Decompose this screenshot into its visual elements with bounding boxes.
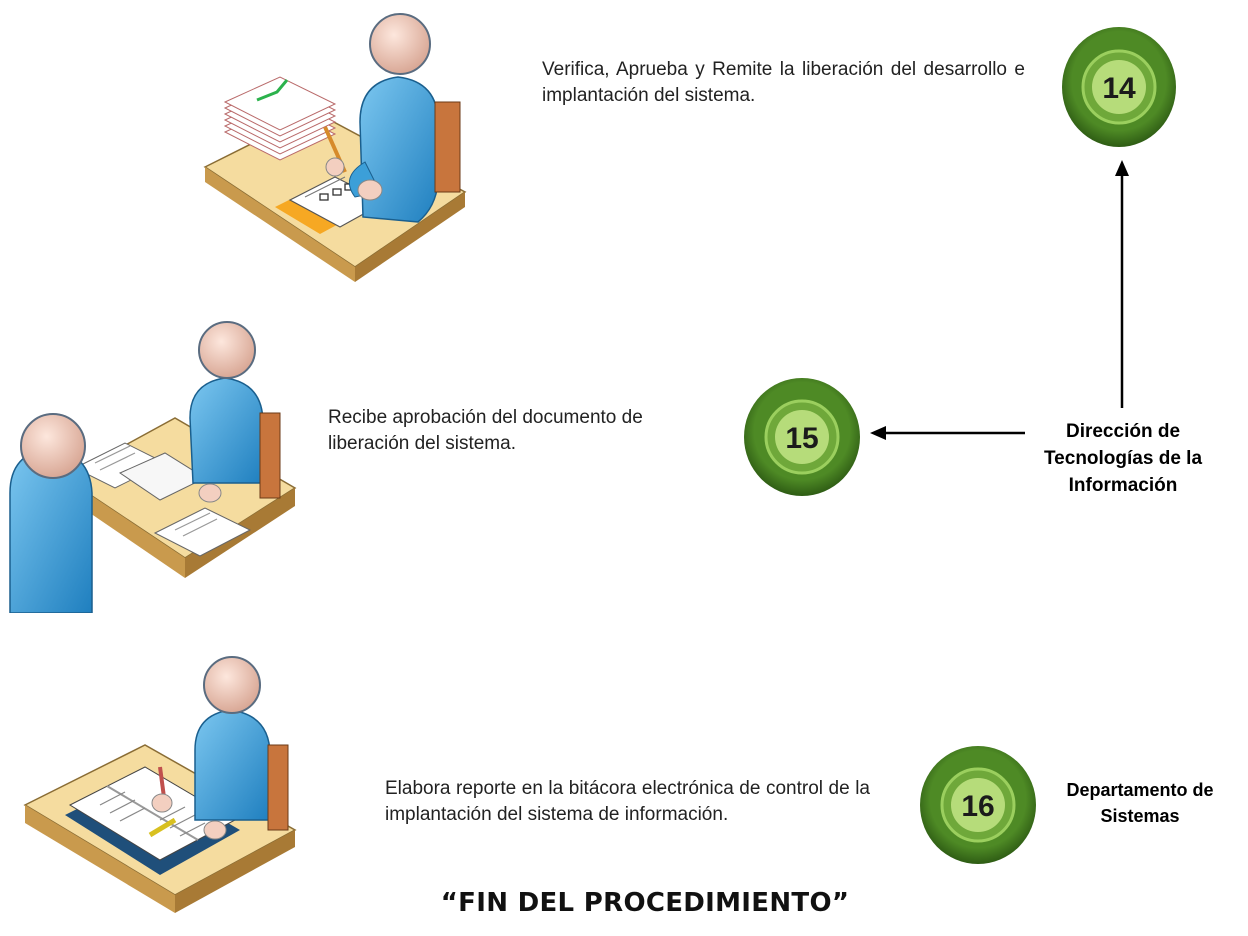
arrow-to-step-14 bbox=[1115, 160, 1129, 408]
step-16-number: 16 bbox=[961, 790, 994, 823]
step-15-description: Recibe aprobación del documento de liber… bbox=[328, 407, 643, 454]
actor-sistemas-label: Departamento de Sistemas bbox=[1066, 780, 1214, 826]
step-15-badge: 15 bbox=[744, 378, 860, 496]
end-of-procedure-title: “FIN DEL PROCEDIMIENTO” bbox=[440, 888, 850, 918]
step-16-badge: 16 bbox=[920, 746, 1036, 864]
step-15-number: 15 bbox=[785, 422, 818, 455]
step-14-badge: 14 bbox=[1062, 27, 1176, 147]
two-people-meeting-icon bbox=[9, 321, 297, 613]
arrow-to-step-15 bbox=[870, 426, 1025, 440]
step-14-number: 14 bbox=[1102, 72, 1136, 105]
person-writing-logbook-icon bbox=[23, 656, 297, 913]
step-16-description: Elabora reporte en la bitácora electróni… bbox=[385, 778, 870, 825]
actor-dti-label: Dirección de Tecnologías de la Informaci… bbox=[1043, 421, 1203, 496]
step-14-description: Verifica, Aprueba y Remite la liberación… bbox=[542, 59, 1025, 106]
person-checking-documents-icon bbox=[203, 13, 467, 282]
